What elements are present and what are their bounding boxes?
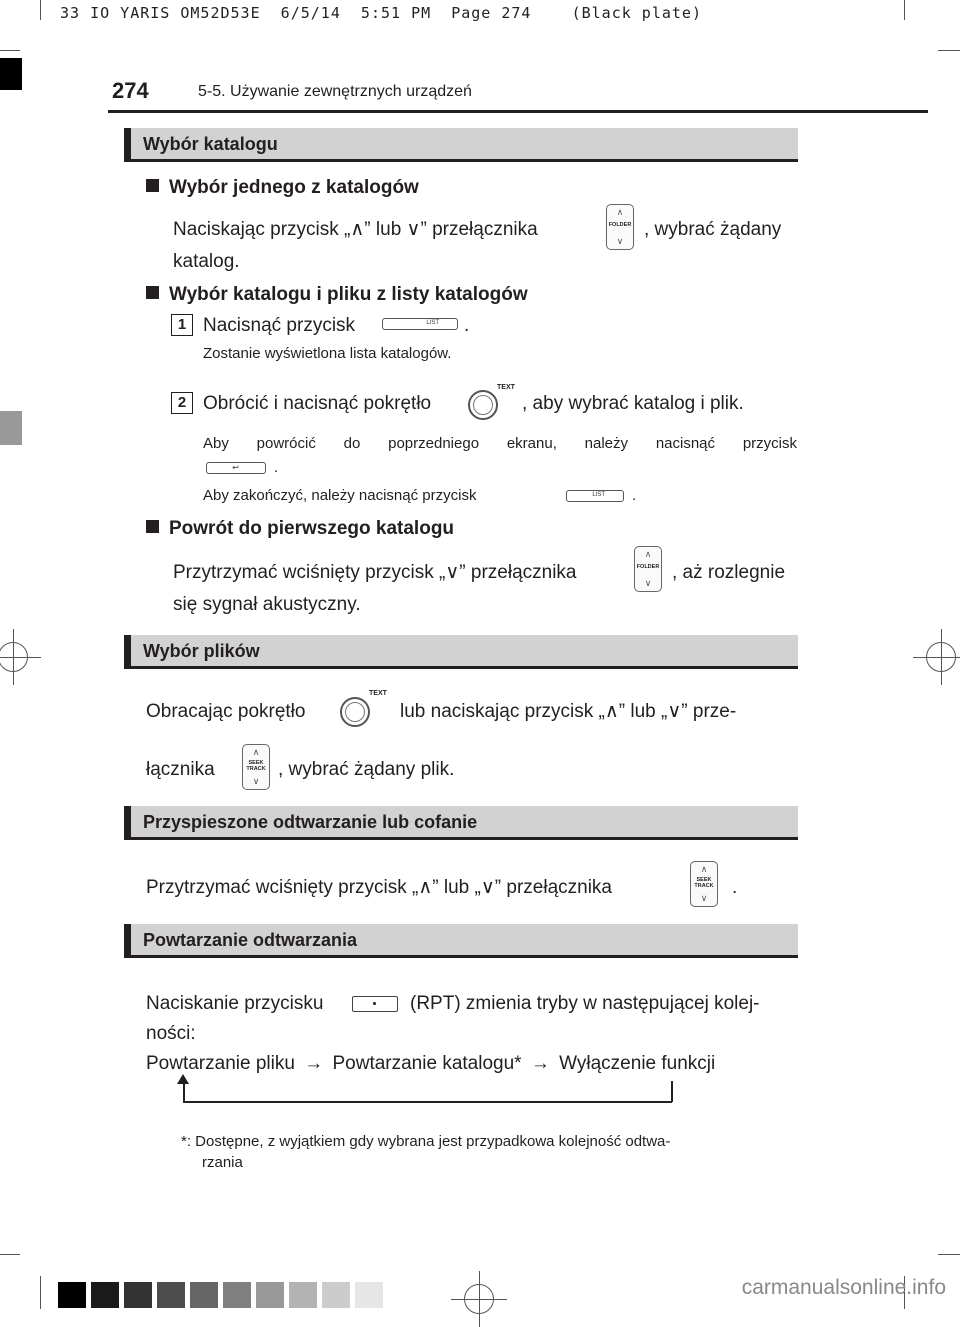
note-text: Aby zakończyć, należy nacisnąć przycisk — [203, 487, 477, 504]
color-swatch — [91, 1282, 119, 1308]
square-bullet-icon — [146, 286, 159, 299]
color-swatch — [124, 1282, 152, 1308]
arrow-right-icon: → — [304, 1053, 324, 1074]
registration-mark — [0, 629, 41, 685]
color-swatch — [190, 1282, 218, 1308]
step-number-2: 2 — [171, 392, 193, 414]
paragraph: Przytrzymać wciśnięty przycisk „∨” przeł… — [173, 562, 577, 583]
footnote: *: Dostępne, z wyjątkiem gdy wybrana jes… — [181, 1133, 671, 1150]
subheading-select-one-folder: Wybór jednego z katalogów — [146, 176, 419, 200]
paragraph: (RPT) zmienia tryby w następującej kolej… — [410, 993, 760, 1014]
color-swatch — [256, 1282, 284, 1308]
paragraph: Naciskanie przycisku — [146, 993, 324, 1014]
up-glyph-icon: ∧ — [418, 877, 433, 898]
print-slug: 33 IO YARIS OM52D53E 6/5/14 5:51 PM Page… — [60, 4, 702, 22]
crop-mark — [938, 50, 960, 51]
color-swatch — [157, 1282, 185, 1308]
paragraph: , wybrać żądany plik. — [278, 759, 455, 780]
cycle-loop-line — [183, 1101, 672, 1103]
cycle-arrowhead-icon — [177, 1074, 189, 1084]
arrow-right-icon: → — [530, 1053, 550, 1074]
crop-mark — [0, 1254, 20, 1255]
paragraph: , aż rozlegnie — [672, 562, 786, 583]
text-knob-icon — [468, 390, 498, 420]
color-swatch — [58, 1282, 86, 1308]
paragraph: Przytrzymać wciśnięty przycisk „∧” lub „… — [146, 877, 612, 898]
watermark: carmanualsonline.info — [741, 1276, 946, 1299]
subheading-first-folder: Powrót do pierwszego katalogu — [146, 517, 454, 541]
step-text: Nacisnąć przycisk — [203, 315, 356, 336]
repeat-cycle: Powtarzanie pliku → Powtarzanie katalogu… — [146, 1053, 716, 1074]
paragraph: łącznika — [146, 759, 215, 780]
paragraph: . — [732, 877, 738, 898]
chapter-title: 5-5. Używanie zewnętrznych urządzeń — [198, 83, 472, 100]
footnote: rzania — [202, 1154, 243, 1171]
thumb-tab-black — [0, 58, 22, 90]
step-text: . — [464, 315, 470, 336]
list-button-icon: LIST — [382, 318, 458, 330]
color-swatch — [322, 1282, 350, 1308]
thumb-tab-gray — [0, 411, 22, 445]
note-text: . — [632, 487, 637, 504]
paragraph: Naciskając przycisk „∧” lub ∨” przełączn… — [173, 219, 538, 240]
list-button-icon: LIST — [566, 490, 624, 502]
note-text: Zostanie wyświetlona lista katalogów. — [203, 345, 452, 362]
down-glyph-icon: ∨ — [480, 877, 495, 898]
color-swatch — [355, 1282, 383, 1308]
step-number-1: 1 — [171, 314, 193, 336]
step-text: , aby wybrać katalog i plik. — [522, 393, 744, 414]
text-knob-icon — [340, 697, 370, 727]
page-number: 274 — [112, 78, 149, 103]
down-glyph-icon: ∨ — [445, 562, 460, 583]
down-glyph-icon: ∨ — [406, 219, 421, 240]
paragraph: lub naciskając przycisk „∧” lub „∨” prze… — [400, 701, 737, 722]
section-heading-folder-select: Wybór katalogu — [124, 128, 798, 162]
paragraph: Obracając pokrętło — [146, 701, 306, 722]
folder-switch-icon: ∧FOLDER∨ — [606, 204, 634, 250]
cycle-loop-line — [671, 1081, 673, 1102]
step-text: Obrócić i nacisnąć pokrętło — [203, 393, 432, 414]
up-glyph-icon: ∧ — [604, 701, 619, 722]
paragraph: katalog. — [173, 251, 240, 272]
paragraph: ności: — [146, 1023, 196, 1044]
subheading-folder-list: Wybór katalogu i pliku z listy katalogów — [146, 283, 528, 307]
up-glyph-icon: ∧ — [350, 219, 365, 240]
section-heading-fast-forward: Przyspieszone odtwarzanie lub cofanie — [124, 806, 798, 840]
color-swatch — [223, 1282, 251, 1308]
section-heading-repeat: Powtarzanie odtwarzania — [124, 924, 798, 958]
paragraph: , wybrać żądany — [644, 219, 782, 240]
header-rule — [108, 110, 928, 113]
rpt-button-icon — [352, 996, 398, 1012]
note-text: . — [274, 459, 279, 476]
cycle-loop-line — [183, 1082, 185, 1102]
text-knob-label: TEXT — [497, 384, 515, 391]
back-button-icon: ↩ — [206, 462, 266, 474]
folder-switch-icon: ∧FOLDER∨ — [634, 546, 662, 592]
registration-mark — [451, 1271, 507, 1327]
color-swatch — [289, 1282, 317, 1308]
registration-mark — [913, 629, 960, 685]
paragraph: się sygnał akustyczny. — [173, 594, 361, 615]
crop-mark — [938, 1254, 960, 1255]
square-bullet-icon — [146, 520, 159, 533]
text-knob-label: TEXT — [369, 690, 387, 697]
crop-mark — [904, 1276, 905, 1309]
note-text: Aby powrócić do poprzedniego ekranu, nal… — [203, 435, 797, 452]
crop-mark — [904, 0, 905, 20]
down-glyph-icon: ∨ — [667, 701, 682, 722]
square-bullet-icon — [146, 179, 159, 192]
crop-mark — [40, 1276, 41, 1309]
crop-mark — [0, 50, 20, 51]
crop-mark — [40, 0, 41, 20]
section-heading-file-select: Wybór plików — [124, 635, 798, 669]
